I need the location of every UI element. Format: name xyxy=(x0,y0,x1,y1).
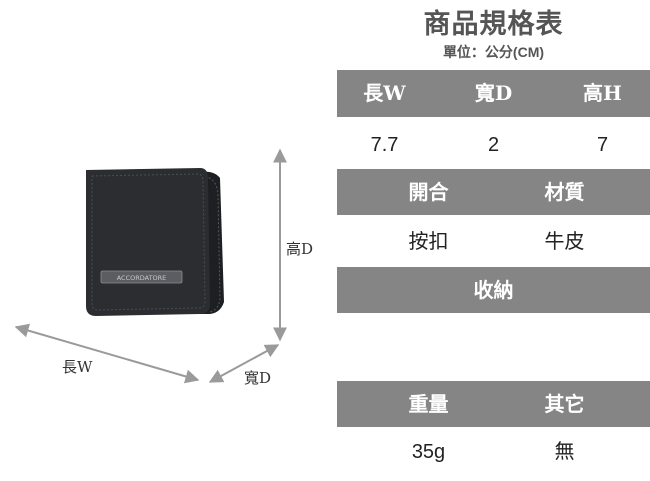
value-weight: 35g xyxy=(411,441,446,463)
weight-other-header-row: 重量 其它 xyxy=(337,381,650,427)
header-storage: 收納 xyxy=(473,278,514,302)
header-material: 材質 xyxy=(544,180,585,204)
page-title: 商品規格表 xyxy=(423,9,564,40)
width-arrow xyxy=(14,323,200,384)
header-closure: 開合 xyxy=(408,180,449,204)
header-other: 其它 xyxy=(544,392,585,416)
header-height: 高H xyxy=(583,81,622,105)
unit-label: 單位：公分(CM) xyxy=(442,44,545,60)
value-height: 7 xyxy=(596,134,609,156)
closure-material-header-row: 開合 材質 xyxy=(337,169,650,215)
width-label: 長W xyxy=(62,358,93,376)
value-material: 牛皮 xyxy=(544,231,585,253)
brand-plate-text: ACCORDATORE xyxy=(117,274,167,282)
weight-other-value-row: 35g 無 xyxy=(337,435,650,469)
header-weight: 重量 xyxy=(408,392,449,416)
storage-header-row: 收納 xyxy=(337,267,650,313)
value-closure: 按扣 xyxy=(408,231,449,253)
header-depth: 寬D xyxy=(474,81,513,105)
dimensions-header-row: 長W 寬D 高H xyxy=(337,70,650,117)
value-other: 無 xyxy=(554,441,575,463)
value-length: 7.7 xyxy=(370,134,399,156)
header-length: 長W xyxy=(363,81,406,105)
value-depth: 2 xyxy=(487,134,500,156)
storage-value-row xyxy=(337,320,650,370)
closure-material-value-row: 按扣 牛皮 xyxy=(337,225,650,259)
depth-label: 寬D xyxy=(244,369,272,387)
height-label: 高D xyxy=(286,240,314,258)
coin-purse-image: ACCORDATORE xyxy=(86,168,224,316)
dimensions-value-row: 7.7 2 7 xyxy=(337,128,650,162)
product-diagram: ACCORDATORE xyxy=(14,148,287,384)
depth-arrow xyxy=(208,344,280,383)
